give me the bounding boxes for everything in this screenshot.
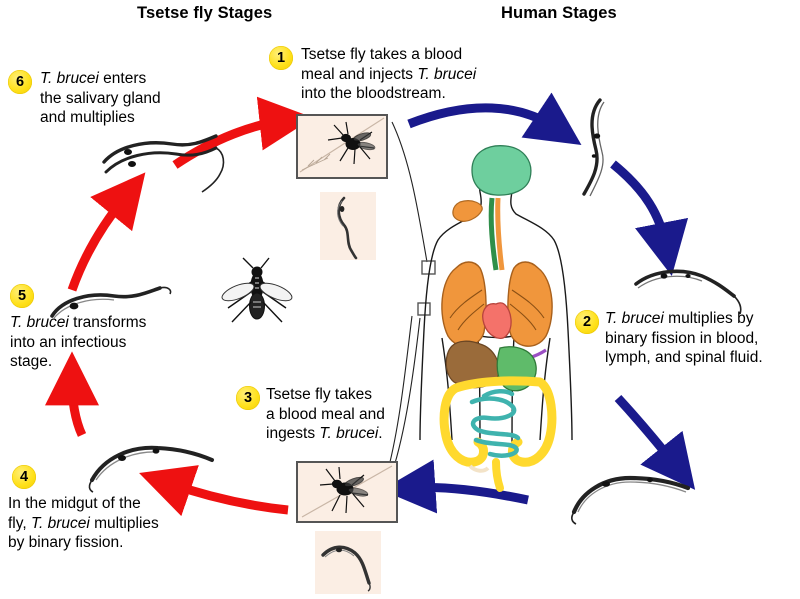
arrow-red-6-to-1: [172, 96, 314, 169]
step-text-5: T. brucei transforms into an infectious …: [10, 314, 147, 370]
organ-oral-cavity: [452, 200, 483, 222]
step-badge-2: 2: [575, 310, 599, 334]
step-badge-5: 5: [10, 284, 34, 308]
organ-brain: [471, 145, 532, 196]
arrow-blue-2-to-3: [614, 394, 696, 490]
inset-trypanosome-bottom: [315, 531, 381, 594]
fly-photo-art-bottom: [298, 463, 396, 521]
photo-fly-biting-bottom: [296, 461, 398, 523]
step-text-3: Tsetse fly takes a blood meal and ingest…: [266, 386, 385, 442]
arrow-red-5-to-6: [67, 172, 146, 292]
organ-heart: [482, 302, 512, 339]
trypanosome-fly-stage-6: [102, 134, 225, 193]
arrow-blue-3-to-box: [381, 459, 529, 514]
organ-lung-right: [507, 261, 553, 347]
organ-rectum: [492, 458, 504, 492]
leader-lines: [387, 121, 428, 474]
organ-esophagus: [488, 197, 499, 271]
step-badge-6: 6: [8, 70, 32, 94]
organ-appendix: [468, 464, 490, 473]
organ-trachea: [495, 197, 505, 271]
arrow-blue-2-descend: [610, 160, 689, 277]
column-header-tsetse: Tsetse fly Stages: [137, 4, 273, 22]
photo-fly-biting-top: [296, 114, 388, 179]
column-header-human: Human Stages: [501, 4, 617, 22]
trypanosome-human-stage-3: [571, 475, 691, 525]
human-body-figure: [419, 145, 573, 492]
trypanosome-inset-art-top: [320, 192, 376, 260]
trypanosome-human-stage-2: [634, 269, 742, 315]
trypanosome-inset-art-bottom: [315, 531, 381, 594]
arrow-red-3-to-4: [139, 465, 289, 517]
trypanosome-fly-stage-5: [50, 286, 172, 319]
bronchi: [449, 289, 545, 331]
step-text-6: T. brucei enters the salivary gland and …: [40, 70, 161, 126]
arrow-red-4-to-5: [45, 351, 100, 437]
step-text-1: Tsetse fly takes a blood meal and inject…: [301, 46, 477, 102]
organ-small-intestine: [469, 389, 521, 458]
inset-trypanosome-top: [320, 192, 376, 260]
tsetse-fly-illustration: [221, 257, 293, 323]
step-badge-3: 3: [236, 386, 260, 410]
step-text-2: T. brucei multiplies by binary fission i…: [605, 310, 763, 366]
step-badge-1: 1: [269, 46, 293, 70]
fly-photo-art-top: [298, 116, 386, 177]
trypanosome-human-stage-1: [582, 98, 605, 197]
arrow-blue-1-to-2: [407, 92, 582, 145]
organ-lung-left: [441, 261, 487, 347]
step-badge-4: 4: [12, 465, 36, 489]
trypanosome-fly-stage-4: [88, 445, 214, 493]
step-text-4: In the midgut of the fly, T. brucei mult…: [8, 495, 159, 551]
